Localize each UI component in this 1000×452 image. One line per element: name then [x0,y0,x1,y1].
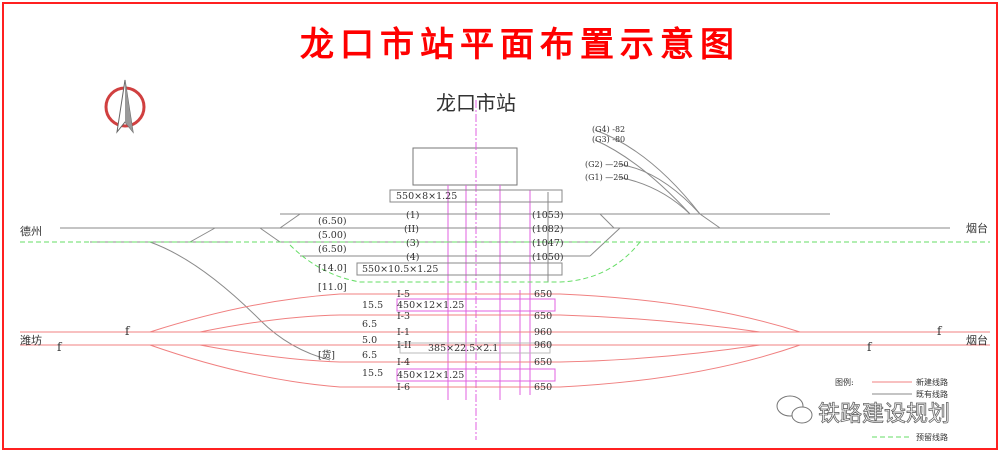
label: 预留线路 [916,432,948,442]
label: I-5 [397,289,410,300]
label: 6.5 [362,319,377,330]
line-mark [791,406,813,424]
label: 550×10.5×1.25 [362,264,438,275]
label: (G3) -80 [592,135,625,144]
label: 5.0 [362,335,377,346]
label: (II) [404,224,419,235]
line-mark [594,139,691,215]
legend: 图例: 新建线路 既有线路 预留线路 [835,377,948,442]
reserved-line [289,241,641,283]
watermark: 铁路建设规划 [818,402,950,427]
line-mark [699,213,721,229]
line-mark [259,227,281,243]
line-mark [199,344,761,363]
label: f [125,324,131,338]
label: (1050) [532,252,564,263]
lower-platforms: 450×12×1.25 385×22.5×2.1 450×12×1.25 [396,298,556,382]
label: (G2) —250 [585,160,629,169]
line-mark [149,293,801,333]
wechat-icon [776,395,813,424]
label: (G4) -82 [592,125,625,134]
label: (1053) [532,210,564,221]
existing-tracks [60,129,950,361]
platform-structure [447,100,549,440]
branch-line-labels: (G4) -82 (G3) -80 (G2) —250 (G1) —250 [585,125,629,182]
direction-labels: 德州 烟台 潍坊 烟台 [20,221,988,347]
label: I-1 [397,327,410,338]
label: f [937,324,943,338]
label: (1) [406,210,419,221]
line-mark [199,314,761,333]
label: 烟台 [966,333,988,347]
line-mark [396,298,556,312]
label: I-6 [397,382,410,393]
label: (1082) [532,224,564,235]
signal-marks: f f f f [57,324,943,354]
upper-platform-1: 550×8×1.25 [389,189,563,203]
label: (5.00) [318,230,347,241]
line-mark [617,163,701,215]
lower-spacing-labels: 15.5 6.5 5.0 6.5 15.5 [362,300,383,379]
upper-track-labels: (1) (II) (3) (4) (1053) (1082) (1047) (1… [404,210,564,263]
line-mark [617,176,691,215]
north-arrow-icon [104,79,146,134]
label: 6.5 [362,350,377,361]
label: 15.5 [362,300,383,311]
label: 550×8×1.25 [396,191,457,202]
label: (G1) —250 [585,173,629,182]
line-mark [396,368,556,382]
label: 450×12×1.25 [397,370,464,381]
line-mark [389,189,563,203]
line-mark [189,227,216,243]
label: (4) [406,252,419,263]
label: I-4 [397,357,410,368]
line-mark [279,213,301,229]
line-mark [125,80,133,132]
diagram-title: 龙口市站平面布置示意图 [300,25,740,65]
line-mark [599,213,615,229]
label: 既有线路 [916,389,948,399]
label: 德州 [20,224,42,238]
new-tracks [20,293,990,388]
label: I-II [397,340,412,351]
label: (6.50) [318,244,347,255]
label: [11.0] [318,282,347,293]
label: I-3 [397,311,410,322]
label: 650 [534,382,552,393]
label: 烟台 [966,221,988,235]
label: 15.5 [362,368,383,379]
label: 960 [534,327,552,338]
upper-platform-2: 550×10.5×1.25 [356,262,563,276]
upper-spacing-labels: (6.50) (5.00) (6.50) [14.0] [11.0] [318,216,347,293]
freight-label: [货] [318,349,335,361]
label: 650 [534,289,552,300]
label: (3) [406,238,419,249]
line-mark [149,344,801,388]
label: 新建线路 [916,377,948,387]
label: [14.0] [318,263,347,274]
label: (6.50) [318,216,347,227]
label: 450×12×1.25 [397,300,464,311]
label: f [867,340,873,354]
label: 图例: [835,377,854,387]
line-mark [594,129,701,215]
label: 650 [534,311,552,322]
label: 960 [534,340,552,351]
label: f [57,340,63,354]
label: 650 [534,357,552,368]
station-building [412,147,518,186]
line-mark [149,241,331,361]
lower-track-labels: I-5 I-3 I-1 I-II I-4 I-6 650 650 960 960… [397,289,552,393]
line-mark [399,342,551,354]
label: 潍坊 [20,333,42,347]
label: (1047) [532,238,564,249]
label: 385×22.5×2.1 [428,343,498,354]
line-mark [356,262,563,276]
